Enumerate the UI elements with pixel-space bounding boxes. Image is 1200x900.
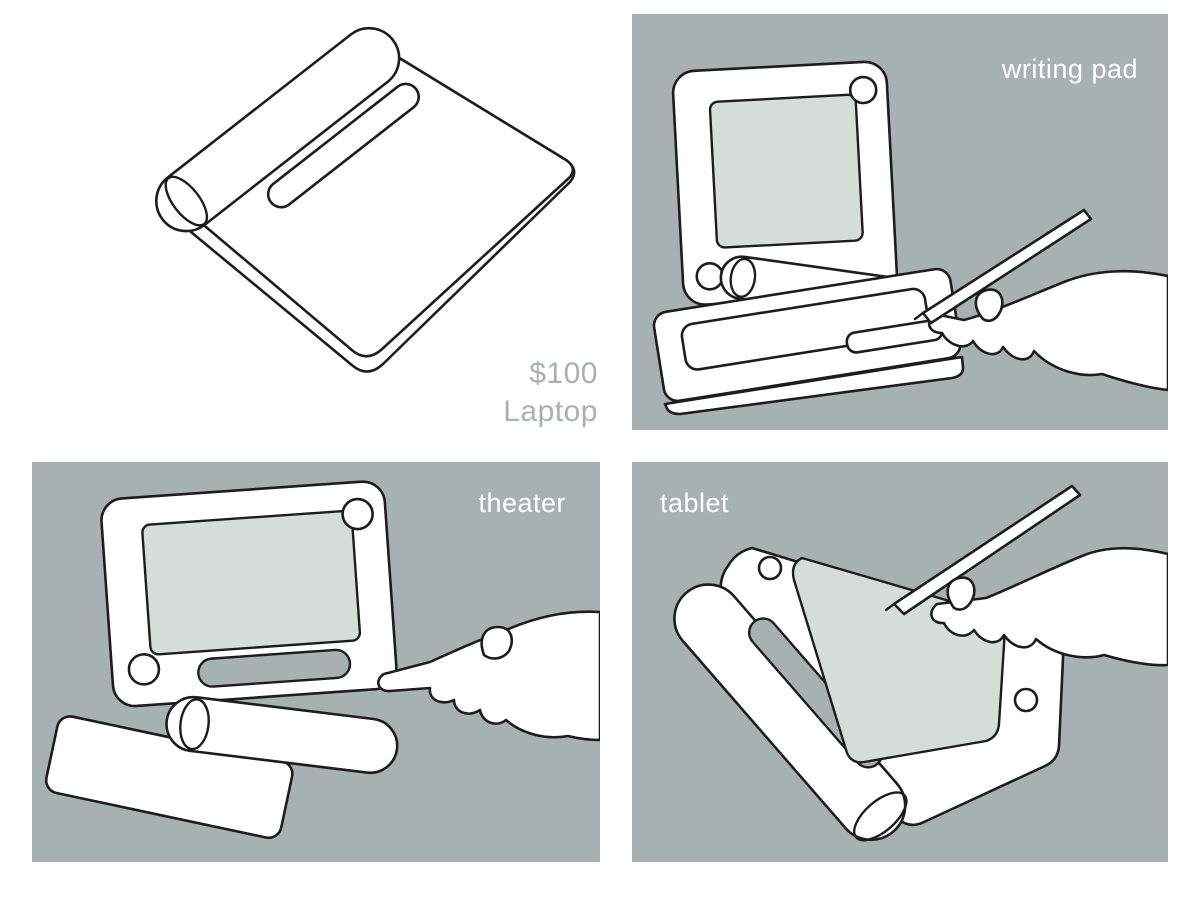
mode-label-writing-pad: writing pad [1001, 54, 1138, 84]
theater-illustration [44, 480, 600, 840]
writing-pad-illustration [652, 60, 1168, 416]
hand [930, 546, 1168, 667]
speaker-knob [757, 555, 783, 581]
hinge-cylinder [155, 26, 420, 233]
closed-laptop-illustration [155, 26, 576, 373]
panel-theater: theater [32, 462, 600, 862]
panel-writing-pad: writing pad [632, 14, 1168, 430]
base [652, 267, 962, 403]
stylus-tip [884, 602, 896, 612]
mode-label-tablet: tablet [660, 488, 730, 518]
product-caption: $100 Laptop [503, 355, 598, 430]
thumb [480, 625, 513, 660]
hinge-cylinder [165, 695, 399, 775]
thumb [946, 576, 976, 611]
stylus-tip [913, 311, 925, 321]
product-name: Laptop [503, 394, 598, 428]
panel-tablet: tablet [632, 462, 1168, 862]
hand [927, 269, 1168, 392]
stylus [892, 484, 1082, 616]
mode-label-theater: theater [478, 488, 566, 518]
thumb [974, 288, 1004, 323]
base-edge [663, 355, 965, 416]
device-top-face [185, 44, 575, 358]
speaker-knob [1013, 687, 1039, 713]
tablet-illustration [673, 484, 1168, 842]
screen-panel [100, 480, 398, 708]
lid [671, 60, 899, 306]
panel-closed-laptop: $100 Laptop [30, 10, 600, 430]
stylus [921, 208, 1093, 325]
product-price: $100 [529, 357, 598, 390]
